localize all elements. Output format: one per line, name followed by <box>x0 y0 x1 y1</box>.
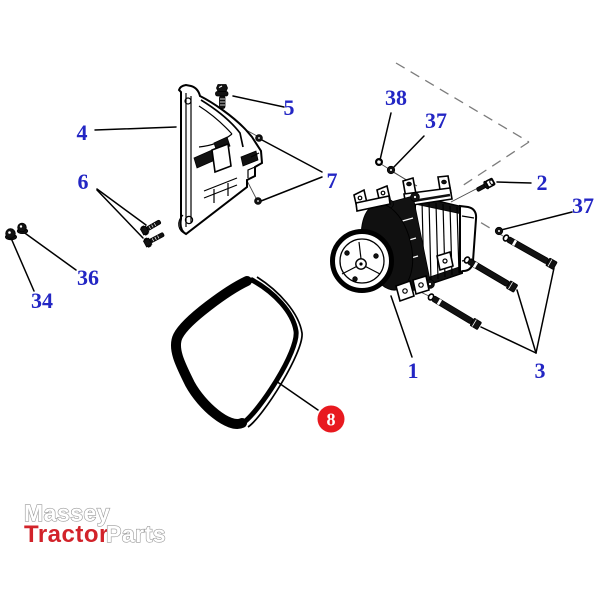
washer-part-37-lower <box>494 226 504 236</box>
washer-part-38 <box>375 158 384 167</box>
long-bolts-part-3 <box>427 234 558 330</box>
part-label-1: 1 <box>408 358 419 383</box>
flange-bolt-part-5 <box>215 84 229 109</box>
site-logo: Massey Tractor Parts <box>23 499 166 548</box>
leader-lines <box>10 95 573 411</box>
rivets-part-7 <box>254 134 263 205</box>
part-label-37-lower: 37 <box>572 193 594 218</box>
nut-part-36 <box>16 222 29 234</box>
small-bolts-part-6 <box>139 219 165 248</box>
part-label-4: 4 <box>77 120 88 145</box>
part-label-36: 36 <box>77 265 99 290</box>
compressor-part-1 <box>330 175 478 303</box>
logo-parts: Parts <box>106 521 166 547</box>
logo-massey: Massey <box>24 500 110 526</box>
washer-part-37-upper <box>386 165 396 175</box>
part-label-5: 5 <box>284 95 295 120</box>
part-label-2: 2 <box>537 170 548 195</box>
highlighted-part-badge[interactable]: 8 <box>317 405 345 433</box>
drive-belt-part-8 <box>170 276 303 429</box>
callout-labels: 5 4 6 7 36 34 38 37 2 37 1 3 <box>31 85 594 383</box>
logo-tractor: Tractor <box>24 521 109 548</box>
short-bolt-part-2 <box>476 177 496 192</box>
part-label-6: 6 <box>78 169 89 194</box>
highlighted-part-number: 8 <box>327 410 336 430</box>
part-label-38: 38 <box>385 85 407 110</box>
nut-part-34 <box>5 228 17 241</box>
part-label-3: 3 <box>535 358 546 383</box>
part-label-37-upper: 37 <box>425 108 447 133</box>
part-label-34: 34 <box>31 288 53 313</box>
part-label-7: 7 <box>327 168 338 193</box>
